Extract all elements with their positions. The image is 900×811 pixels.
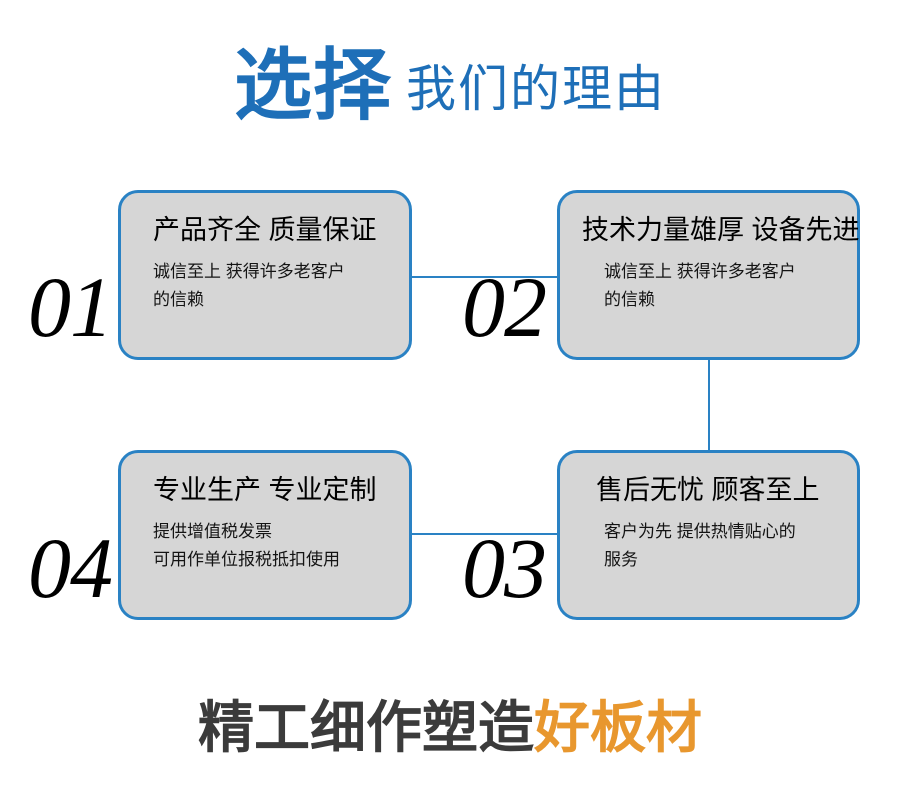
connector-line-card4-card3	[410, 533, 560, 535]
card-index-04: 04	[28, 520, 113, 616]
feature-card-01: 产品齐全 质量保证 诚信至上 获得许多老客户 的信赖	[118, 190, 412, 360]
feature-card-04-body: 提供增值税发票 可用作单位报税抵扣使用	[143, 518, 389, 574]
feature-card-03-body-line-1: 客户为先 提供热情贴心的	[604, 522, 796, 542]
feature-card-03-body-line-2: 服务	[604, 550, 638, 570]
feature-card-02: 技术力量雄厚 设备先进 诚信至上 获得许多老客户 的信赖	[557, 190, 860, 360]
feature-card-04-body-line-2: 可用作单位报税抵扣使用	[153, 550, 340, 570]
footer-slogan-accent: 好板材	[534, 696, 702, 759]
feature-card-03-title: 售后无忧 顾客至上	[596, 475, 820, 505]
card-index-02: 02	[462, 259, 547, 355]
feature-card-02-title: 技术力量雄厚 设备先进	[582, 215, 860, 245]
feature-card-01-body-line-1: 诚信至上 获得许多老客户	[153, 262, 345, 282]
feature-card-02-body-line-1: 诚信至上 获得许多老客户	[604, 262, 796, 282]
connector-line-card2-card3	[708, 360, 710, 452]
page-title-subtext: 我们的理由	[406, 61, 666, 117]
feature-card-04-title: 专业生产 专业定制	[153, 475, 377, 505]
feature-card-02-body: 诚信至上 获得许多老客户 的信赖	[582, 258, 837, 314]
feature-card-01-title: 产品齐全 质量保证	[153, 215, 377, 245]
connector-line-card1-card2	[410, 276, 560, 278]
card-index-01: 01	[28, 259, 113, 355]
feature-card-03-body: 客户为先 提供热情贴心的 服务	[582, 518, 837, 574]
card-index-03: 03	[462, 520, 547, 616]
feature-card-04-body-line-1: 提供增值税发票	[153, 522, 272, 542]
footer-slogan-primary: 精工细作塑造	[198, 696, 534, 759]
feature-card-02-body-line-2: 的信赖	[604, 290, 655, 310]
feature-card-01-body: 诚信至上 获得许多老客户 的信赖	[143, 258, 389, 314]
feature-card-01-body-line-2: 的信赖	[153, 290, 204, 310]
footer-slogan: 精工细作塑造好板材	[0, 700, 900, 756]
page-title-emphasis: 选择	[233, 41, 392, 129]
feature-card-03: 售后无忧 顾客至上 客户为先 提供热情贴心的 服务	[557, 450, 860, 620]
feature-card-04: 专业生产 专业定制 提供增值税发票 可用作单位报税抵扣使用	[118, 450, 412, 620]
page-title: 选择我们的理由	[0, 46, 900, 124]
